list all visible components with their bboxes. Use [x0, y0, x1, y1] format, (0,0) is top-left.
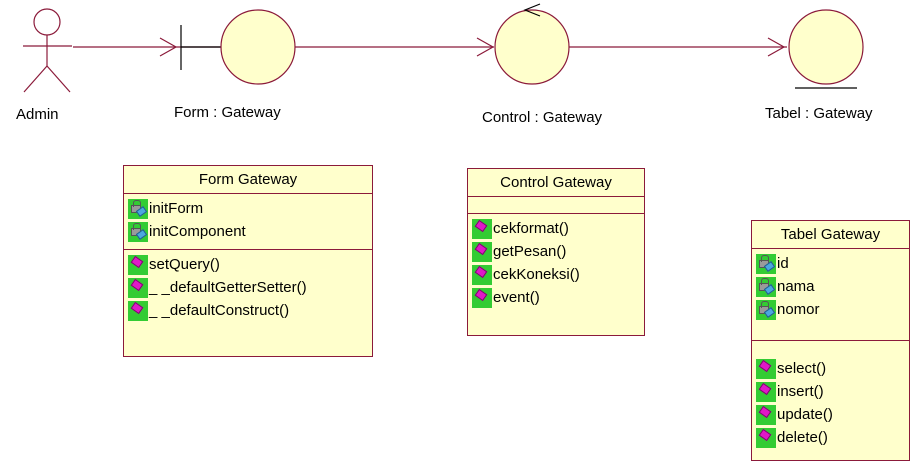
operation-row[interactable]: _ _defaultGetterSetter(): [128, 276, 372, 299]
form-gateway-class[interactable]: Form Gateway initForm initComponent setQ…: [123, 165, 373, 357]
attribute-compartment: id nama nomor: [752, 249, 909, 341]
attribute-name: nomor: [777, 301, 820, 318]
public-operation-icon: [128, 254, 148, 275]
attribute-compartment: [468, 197, 644, 214]
operation-compartment: select() insert() update() delete(): [752, 341, 909, 452]
attribute-row[interactable]: nama: [756, 275, 909, 298]
private-attribute-icon: [128, 198, 148, 219]
operation-name: cekKoneksi(): [493, 266, 580, 283]
attribute-name: initForm: [149, 200, 204, 217]
public-operation-icon: [472, 264, 492, 285]
operation-row[interactable]: _ _defaultConstruct(): [128, 299, 372, 322]
control-gateway-label: Control : Gateway: [482, 109, 603, 126]
control-icon[interactable]: [494, 3, 570, 85]
public-operation-icon: [128, 300, 148, 321]
operation-name: select(): [777, 360, 827, 377]
operation-name: _ _defaultConstruct(): [149, 302, 290, 319]
operation-row[interactable]: cekformat(): [472, 217, 644, 240]
attribute-row[interactable]: nomor: [756, 298, 909, 321]
operation-row[interactable]: getPesan(): [472, 240, 644, 263]
private-attribute-icon: [756, 299, 776, 320]
admin-actor-icon[interactable]: [23, 8, 72, 93]
public-operation-icon: [472, 287, 492, 308]
operation-name: insert(): [777, 383, 824, 400]
operation-row[interactable]: select(): [756, 357, 909, 380]
public-operation-icon: [472, 241, 492, 262]
public-operation-icon: [128, 277, 148, 298]
class-name: Control Gateway: [468, 169, 644, 197]
public-operation-icon: [472, 218, 492, 239]
attribute-name: id: [777, 255, 789, 272]
attribute-name: nama: [777, 278, 815, 295]
operation-name: cekformat(): [493, 220, 569, 237]
class-name: Form Gateway: [124, 166, 372, 194]
public-operation-icon: [756, 381, 776, 402]
operation-name: event(): [493, 289, 540, 306]
tabel-gateway-label: Tabel : Gateway: [765, 105, 873, 122]
operation-name: delete(): [777, 429, 828, 446]
operation-row[interactable]: cekKoneksi(): [472, 263, 644, 286]
operation-name: setQuery(): [149, 256, 220, 273]
form-gateway-label: Form : Gateway: [174, 104, 281, 121]
operation-name: update(): [777, 406, 833, 423]
tabel-gateway-class[interactable]: Tabel Gateway id nama nomor select() ins…: [751, 220, 910, 461]
operation-row[interactable]: insert(): [756, 380, 909, 403]
boundary-icon[interactable]: [180, 9, 296, 85]
attribute-name: initComponent: [149, 223, 246, 240]
public-operation-icon: [756, 427, 776, 448]
message-link-control-entity[interactable]: [569, 37, 787, 57]
operation-compartment: cekformat() getPesan() cekKoneksi() even…: [468, 214, 644, 312]
public-operation-icon: [756, 404, 776, 425]
attribute-row[interactable]: id: [756, 252, 909, 275]
attribute-compartment: initForm initComponent: [124, 194, 372, 250]
operation-row[interactable]: delete(): [756, 426, 909, 449]
operation-row[interactable]: update(): [756, 403, 909, 426]
control-gateway-class[interactable]: Control Gateway cekformat() getPesan() c…: [467, 168, 645, 336]
operation-compartment: setQuery() _ _defaultGetterSetter() _ _d…: [124, 250, 372, 325]
operation-row[interactable]: setQuery(): [128, 253, 372, 276]
operation-name: _ _defaultGetterSetter(): [149, 279, 307, 296]
entity-icon[interactable]: [788, 9, 864, 89]
attribute-row[interactable]: initComponent: [128, 220, 372, 243]
operation-row[interactable]: event(): [472, 286, 644, 309]
public-operation-icon: [756, 358, 776, 379]
private-attribute-icon: [128, 221, 148, 242]
admin-label: Admin: [16, 106, 59, 123]
class-name: Tabel Gateway: [752, 221, 909, 249]
attribute-row[interactable]: initForm: [128, 197, 372, 220]
private-attribute-icon: [756, 253, 776, 274]
private-attribute-icon: [756, 276, 776, 297]
message-link-form-control[interactable]: [295, 37, 495, 57]
operation-name: getPesan(): [493, 243, 567, 260]
